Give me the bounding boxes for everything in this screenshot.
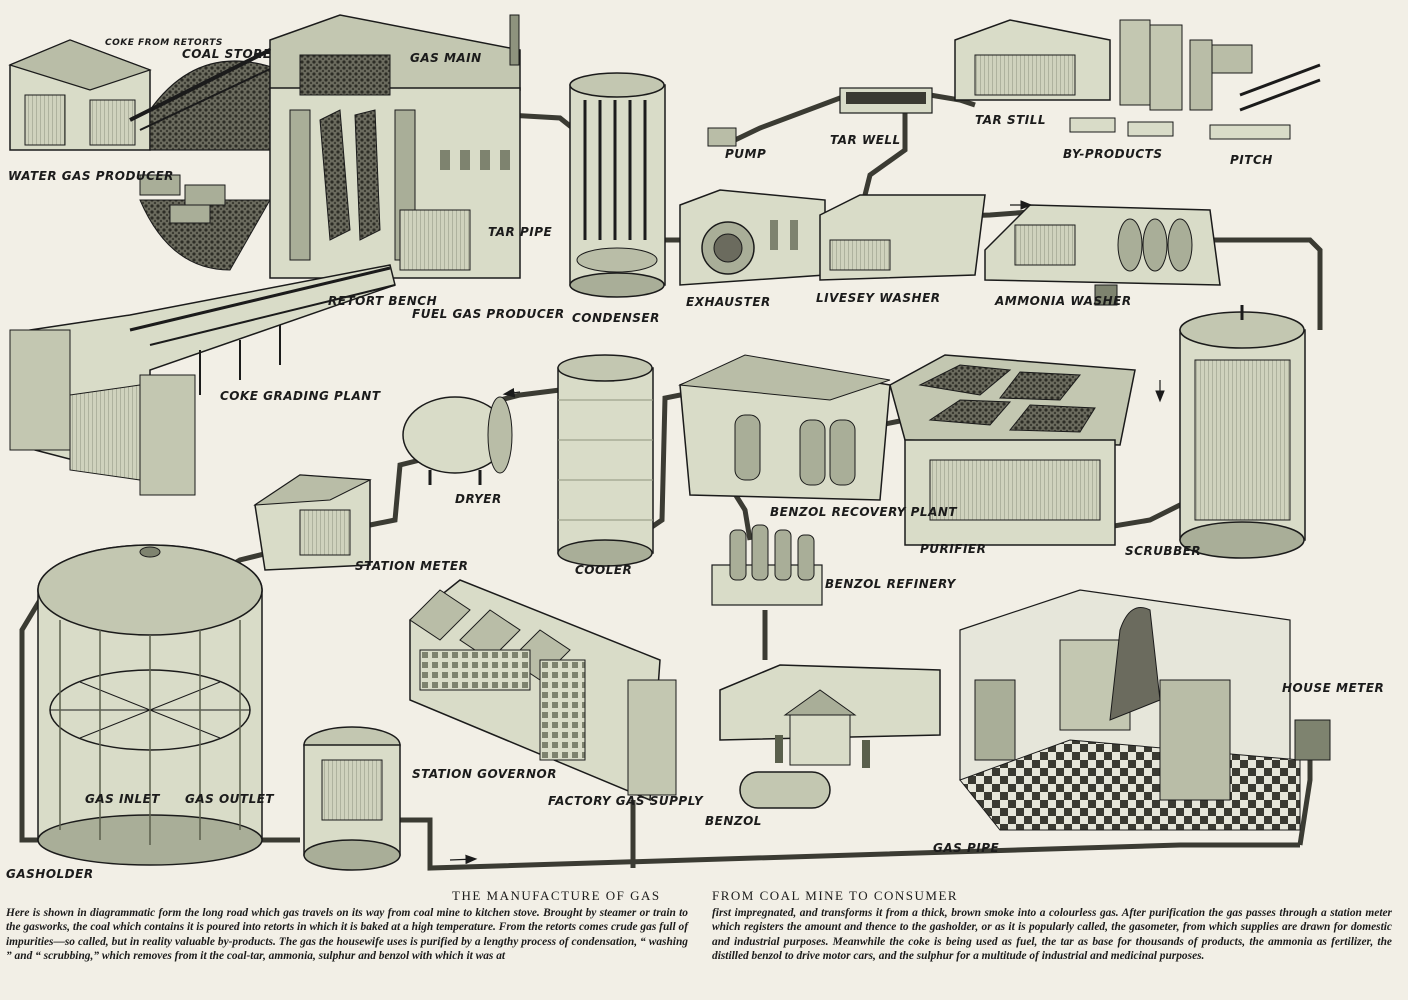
label-purifier: PURIFIER xyxy=(920,542,986,556)
label-coke-grading-plant: COKE GRADING PLANT xyxy=(220,389,381,403)
label-exhauster: EXHAUSTER xyxy=(686,295,771,309)
cooler xyxy=(557,354,654,567)
scrubber xyxy=(1179,305,1306,559)
label-tar-well: TAR WELL xyxy=(830,133,901,147)
label-gas-pipe: GAS PIPE xyxy=(933,841,1000,855)
coke-grading-plant xyxy=(9,264,396,496)
gasholder xyxy=(37,544,263,866)
label-pitch: PITCH xyxy=(1230,153,1273,167)
label-ammonia-washer: AMMONIA WASHER xyxy=(994,294,1132,308)
label-gasholder: GASHOLDER xyxy=(6,867,94,880)
flow-arrows xyxy=(449,200,1165,865)
benzol-tank xyxy=(739,771,831,809)
label-pump: PUMP xyxy=(725,147,766,161)
label-tar-still: TAR STILL xyxy=(975,113,1046,127)
station-meter xyxy=(253,474,372,571)
livesey-washer xyxy=(819,194,986,281)
caption-text-right: first impregnated, and transforms it fro… xyxy=(712,907,1392,962)
garage xyxy=(719,664,941,768)
label-factory-gas-supply: FACTORY GAS SUPPLY xyxy=(548,794,704,808)
benzol-recovery-plant xyxy=(678,354,891,501)
caption: THE MANUFACTURE OF GAS FROM COAL MINE TO… xyxy=(0,884,1408,1000)
water-gas-producer xyxy=(8,39,152,151)
gasworks-diagram: COKE FROM RETORTS COAL STORE GAS MAIN WA… xyxy=(6,14,1384,880)
label-scrubber: SCRUBBER xyxy=(1125,544,1201,558)
label-gas-main: GAS MAIN xyxy=(410,51,482,65)
label-station-meter: STATION METER xyxy=(355,559,468,573)
station-governor xyxy=(303,726,401,871)
label-benzol-refinery: BENZOL REFINERY xyxy=(825,577,957,591)
diagram-labels: COKE FROM RETORTS COAL STORE GAS MAIN WA… xyxy=(6,38,1384,880)
label-retort-bench: RETORT BENCH xyxy=(328,294,437,308)
by-products-tanks xyxy=(1069,117,1291,140)
dryer xyxy=(402,396,513,485)
label-station-governor: STATION GOVERNOR xyxy=(412,767,557,781)
label-condenser: CONDENSER xyxy=(572,311,660,325)
caption-title-left: THE MANUFACTURE OF GAS xyxy=(452,888,661,903)
ammonia-washer xyxy=(984,204,1221,306)
label-livesey-washer: LIVESEY WASHER xyxy=(816,291,941,305)
benzol-refinery xyxy=(711,524,823,606)
label-cooler: COOLER xyxy=(575,563,632,577)
purifier xyxy=(889,354,1136,546)
label-benzol: BENZOL xyxy=(705,814,762,828)
label-fuel-gas-producer: FUEL GAS PRODUCER xyxy=(412,307,565,321)
label-gas-inlet: GAS INLET xyxy=(85,792,160,806)
exhauster xyxy=(679,189,826,286)
label-benzol-recovery-plant: BENZOL RECOVERY PLANT xyxy=(770,505,957,519)
label-house-meter: HOUSE METER xyxy=(1282,681,1384,695)
label-gas-outlet: GAS OUTLET xyxy=(185,792,274,806)
tar-still xyxy=(954,19,1321,112)
label-by-products: BY-PRODUCTS xyxy=(1063,147,1162,161)
tar-well xyxy=(839,87,933,114)
retort-house xyxy=(139,14,521,279)
kitchen xyxy=(959,589,1331,831)
label-tar-pipe: TAR PIPE xyxy=(488,225,553,239)
label-water-gas-producer: WATER GAS PRODUCER xyxy=(8,169,174,183)
condenser xyxy=(569,72,666,298)
label-dryer: DRYER xyxy=(455,492,502,506)
label-coal-store: COAL STORE xyxy=(182,47,272,61)
label-coke-from-retorts: COKE FROM RETORTS xyxy=(105,38,223,48)
factory xyxy=(409,579,677,802)
caption-text-left: Here is shown in diagrammatic form the l… xyxy=(6,907,688,962)
pump xyxy=(707,127,737,147)
caption-title-right: FROM COAL MINE TO CONSUMER xyxy=(712,888,959,903)
